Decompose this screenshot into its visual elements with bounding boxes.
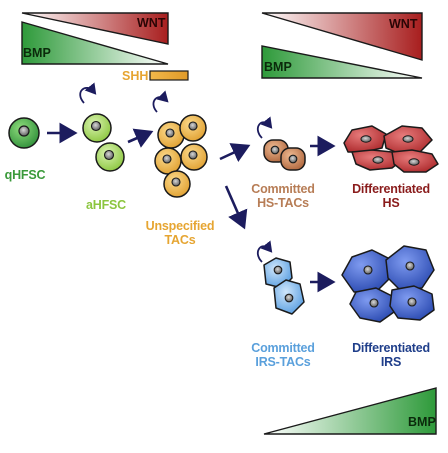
unspecified-tacs-line2: TACs: [164, 233, 196, 247]
differentiated-irs-label: Differentiated IRS: [352, 341, 430, 369]
shh-bar: [149, 70, 189, 81]
bmp-label-top-right: BMP: [264, 60, 292, 74]
committed-hs-tacs-cells: [257, 116, 306, 171]
top-left-gradient-block: [21, 12, 189, 81]
wnt-label-top-left: WNT: [137, 16, 166, 30]
committed-hs-tacs-line1: Committed: [251, 182, 315, 196]
bmp-gradient-wedge: [21, 21, 169, 65]
wnt-gradient-wedge: [21, 12, 169, 45]
differentiated-hs-line1: Differentiated: [352, 182, 430, 196]
irs-tacs-curl-arrow: [257, 240, 273, 263]
shh-label: SHH: [122, 69, 149, 83]
differentiated-irs-line1: Differentiated: [352, 341, 430, 355]
committed-irs-tacs-label: Committed IRS-TACs: [251, 341, 315, 369]
differentiated-irs-cells: [341, 245, 435, 323]
top-right-gradient-block: [261, 12, 423, 79]
bmp-gradient-wedge-bottom: [263, 387, 437, 435]
qhfsc-label-text: qHFSC: [4, 168, 46, 182]
committed-hs-tacs-line2: HS-TACs: [257, 196, 309, 210]
ahfsc-label: aHFSC: [86, 198, 126, 212]
arrow-tacs-to-hs-tacs: [219, 143, 251, 163]
committed-hs-tacs-label: Committed HS-TACs: [251, 182, 315, 210]
hs-tacs-curl-arrow: [257, 116, 273, 139]
arrow-ahfsc-to-tacs: [127, 128, 154, 148]
differentiated-hs-line2: HS: [382, 196, 400, 210]
tacs-curl-arrow: [152, 90, 169, 113]
differentiated-hs-cells: [343, 125, 439, 173]
unspecified-tacs-cluster: [152, 90, 208, 198]
ahfsc-curl-arrow: [79, 82, 97, 104]
wnt-gradient-wedge-right: [261, 12, 423, 61]
arrow-tacs-to-irs-tacs: [224, 185, 248, 230]
unspecified-tacs-label: Unspecified TACs: [146, 219, 215, 247]
ahfsc-label-text: aHFSC: [86, 198, 126, 212]
bmp-label-bottom-right: BMP: [408, 415, 436, 429]
bmp-label-top-left: BMP: [23, 46, 51, 60]
committed-irs-tacs-line1: Committed: [251, 341, 315, 355]
nucleus: [18, 125, 30, 137]
wnt-label-top-right: WNT: [389, 17, 418, 31]
ahfsc-cells: [79, 82, 125, 172]
qhfsc-label: qHFSC: [5, 168, 46, 182]
unspecified-tacs-line1: Unspecified: [145, 219, 215, 233]
qhfsc-cell: [8, 117, 40, 149]
differentiated-hs-label: Differentiated HS: [352, 182, 430, 210]
bmp-gradient-wedge-right: [261, 45, 423, 79]
committed-irs-tacs-cells: [257, 240, 305, 315]
bottom-right-gradient-block: [263, 387, 437, 435]
committed-irs-tacs-line2: IRS-TACs: [255, 355, 311, 369]
differentiated-irs-line2: IRS: [380, 355, 402, 369]
